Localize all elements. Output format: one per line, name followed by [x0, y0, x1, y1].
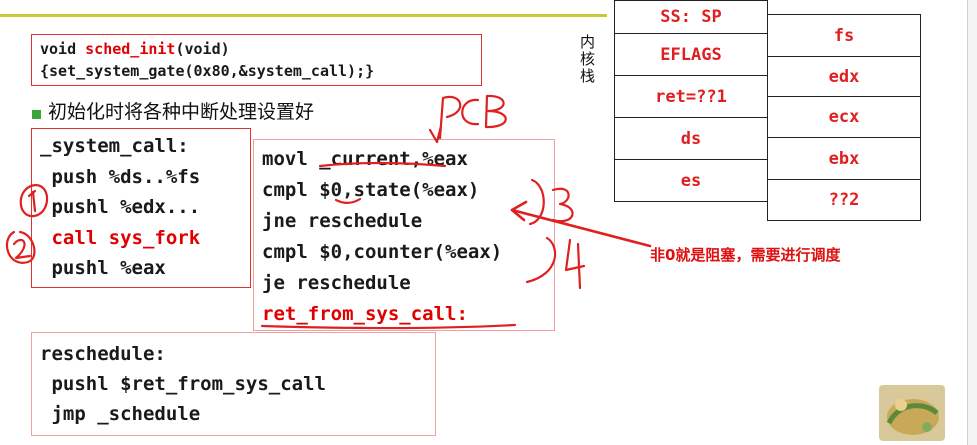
kernel-stack-label: 内核栈 [580, 33, 596, 85]
number-4 [564, 238, 586, 290]
arrow-head [510, 200, 528, 222]
number-1 [27, 189, 37, 213]
code-void: void [40, 40, 86, 58]
stack-cell-es: es [614, 159, 768, 202]
sched-init-box: void sched_init(void) {set_system_gate(0… [31, 34, 482, 86]
sched-init-line-2: {set_system_gate(0x80,&system_call);} [40, 62, 375, 80]
number-2 [12, 238, 32, 260]
resched-line: jmp _schedule [40, 403, 201, 425]
resched-line: pushl $ret_from_sys_call [40, 373, 326, 395]
asm-line: cmpl $0,counter(%eax) [262, 241, 503, 263]
asm-box: movl _current,%eax cmpl $0,state(%eax) j… [253, 139, 555, 331]
number-3 [551, 187, 574, 223]
code-void-param: (void) [175, 40, 230, 58]
bracket-4 [525, 236, 557, 284]
right-edge-strip [967, 0, 977, 445]
book-logo-icon [879, 385, 945, 441]
asm-line: jne reschedule [262, 210, 423, 232]
stack-cell-ds: ds [614, 117, 768, 160]
system-call-box: _system_call: push %ds..%fs pushl %edx..… [31, 128, 251, 288]
underline-current [318, 161, 447, 168]
underline-ret [260, 323, 517, 330]
syscall-line: pushl %edx... [40, 196, 201, 218]
stack-cell-edx: edx [767, 56, 921, 97]
bracket-3 [528, 178, 545, 226]
resched-line: reschedule: [40, 343, 166, 365]
asm-line-ret-from-sys-call: ret_from_sys_call: [262, 303, 468, 325]
code-sched-init-fn: sched_init [85, 40, 176, 58]
sched-init-line-1: void sched_init(void) [40, 38, 481, 60]
reschedule-box: reschedule: pushl $ret_from_sys_call jmp… [31, 332, 436, 436]
syscall-line: pushl %eax [40, 257, 166, 279]
top-rule [0, 14, 607, 17]
syscall-line-call-sys-fork: call sys_fork [40, 226, 201, 249]
annotation-text: 非0就是阻塞，需要进行调度 [650, 246, 841, 264]
circle-1 [19, 183, 49, 218]
stack-cell-ecx: ecx [767, 96, 921, 138]
bullet-square-icon [32, 110, 41, 119]
syscall-line: _system_call: [40, 135, 189, 157]
underline-zero [334, 197, 362, 204]
stack-cell-q2: ??2 [767, 179, 921, 221]
pcb-letter-b [484, 94, 507, 129]
asm-line: je reschedule [262, 272, 411, 294]
stack-cell-ebx: ebx [767, 137, 921, 180]
arrow-line [510, 208, 652, 248]
pcb-letter-c [461, 98, 480, 126]
bullet-text: 初始化时将各种中断处理设置好 [48, 101, 315, 123]
syscall-line: push %ds..%fs [40, 165, 201, 188]
stack-cell-eflags: EFLAGS [614, 33, 768, 76]
circle-2 [5, 230, 36, 264]
asm-line: cmpl $0,state(%eax) [262, 179, 480, 201]
pcb-letter-p [438, 95, 462, 140]
